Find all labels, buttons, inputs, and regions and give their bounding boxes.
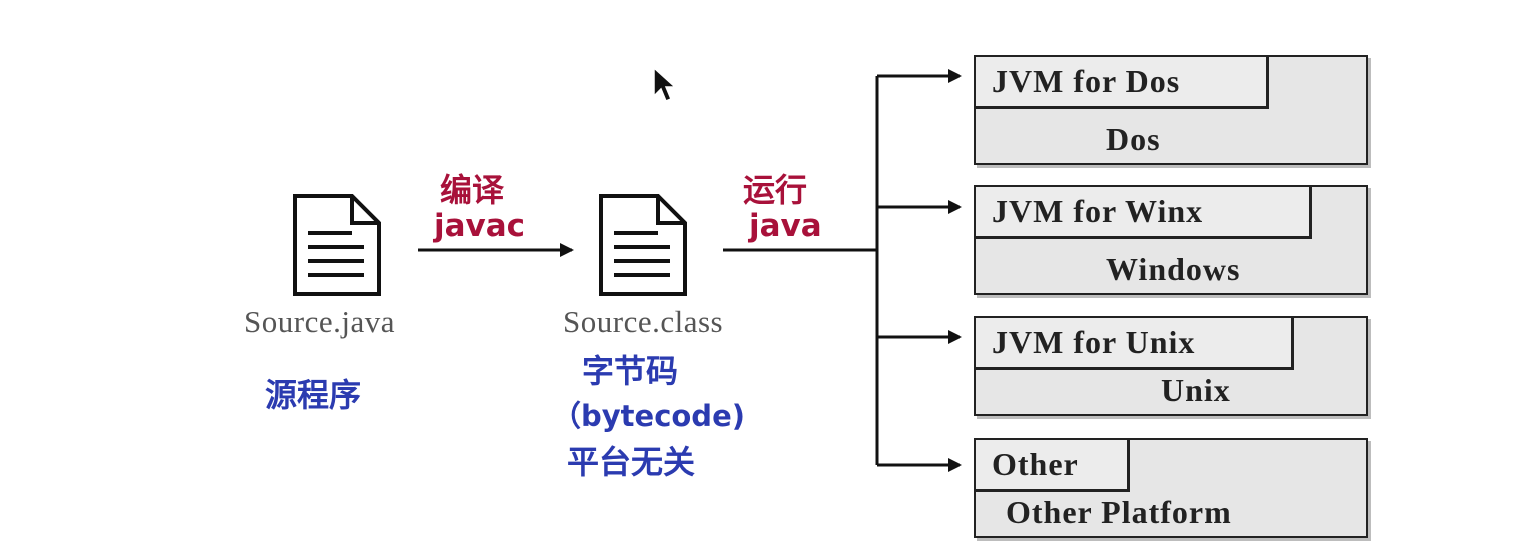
platform-box-dos: JVM for Dos Dos [974, 55, 1368, 165]
compile-cn-label: 编译 [440, 171, 505, 209]
os-label-unix: Unix [1161, 372, 1231, 408]
os-label-winx: Windows [1106, 251, 1241, 287]
jvm-tab-winx: JVM for Winx [976, 187, 1312, 239]
bytecode-note-label: 平台无关 [567, 443, 696, 481]
source-cn-label: 源程序 [265, 376, 362, 414]
bytecode-file-label: Source.class [563, 304, 724, 339]
bytecode-en-label: （bytecode) [552, 399, 745, 433]
source-document-icon [293, 194, 381, 296]
bytecode-document-icon [599, 194, 687, 296]
bytecode-cn-label: 字节码 [582, 352, 679, 390]
run-cn-label: 运行 [743, 171, 808, 209]
jvm-tab-unix: JVM for Unix [976, 318, 1294, 370]
os-label-other: Other Platform [1006, 494, 1232, 530]
jvm-tab-dos: JVM for Dos [976, 57, 1269, 109]
platform-box-other: Other Other Platform [974, 438, 1368, 538]
platform-box-winx: JVM for Winx Windows [974, 185, 1368, 295]
run-cmd-label: java [749, 208, 822, 244]
source-file-label: Source.java [244, 304, 395, 339]
platform-box-unix: JVM for Unix Unix [974, 316, 1368, 416]
jvm-tab-other: Other [976, 440, 1130, 492]
compile-cmd-label: javac [434, 208, 526, 244]
mouse-cursor-icon [653, 66, 677, 102]
os-label-dos: Dos [1106, 121, 1161, 157]
